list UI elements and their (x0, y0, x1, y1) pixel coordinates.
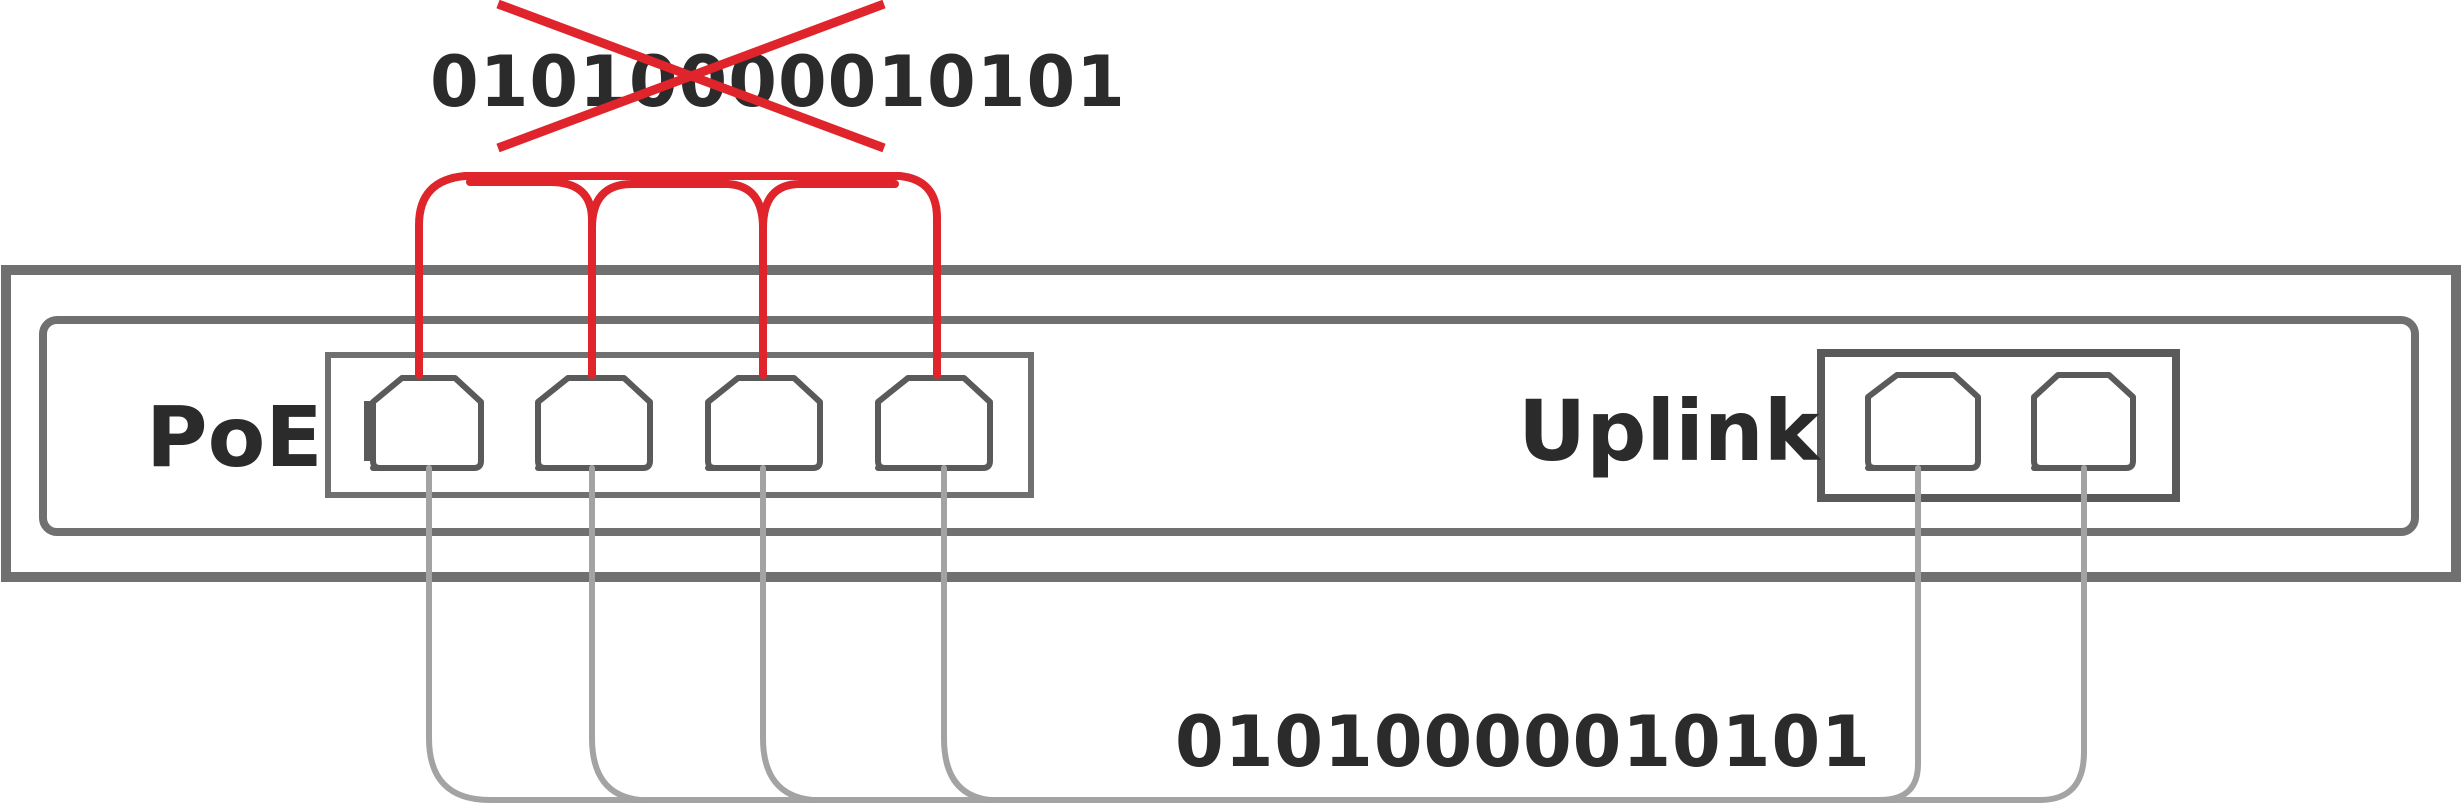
poe-label: PoE (146, 388, 323, 486)
uplink-port-group (1817, 349, 2180, 502)
poe-port-1[interactable] (364, 375, 484, 471)
switch-front-panel (39, 316, 2419, 536)
cross-out-mark (496, 0, 886, 153)
passing-bits-label: 01010000010101 (1175, 701, 1871, 783)
passing-path (426, 465, 2087, 803)
poe-port-3[interactable] (705, 375, 823, 471)
poe-port-2[interactable] (535, 375, 653, 471)
uplink-port-2[interactable] (2031, 372, 2136, 471)
blocked-path (415, 172, 941, 379)
switch-chassis (1, 265, 2461, 582)
uplink-port-1[interactable] (1865, 372, 1981, 471)
uplink-label: Uplink (1518, 382, 1822, 480)
poe-port-group (325, 352, 1034, 498)
poe-port-4[interactable] (875, 375, 993, 471)
